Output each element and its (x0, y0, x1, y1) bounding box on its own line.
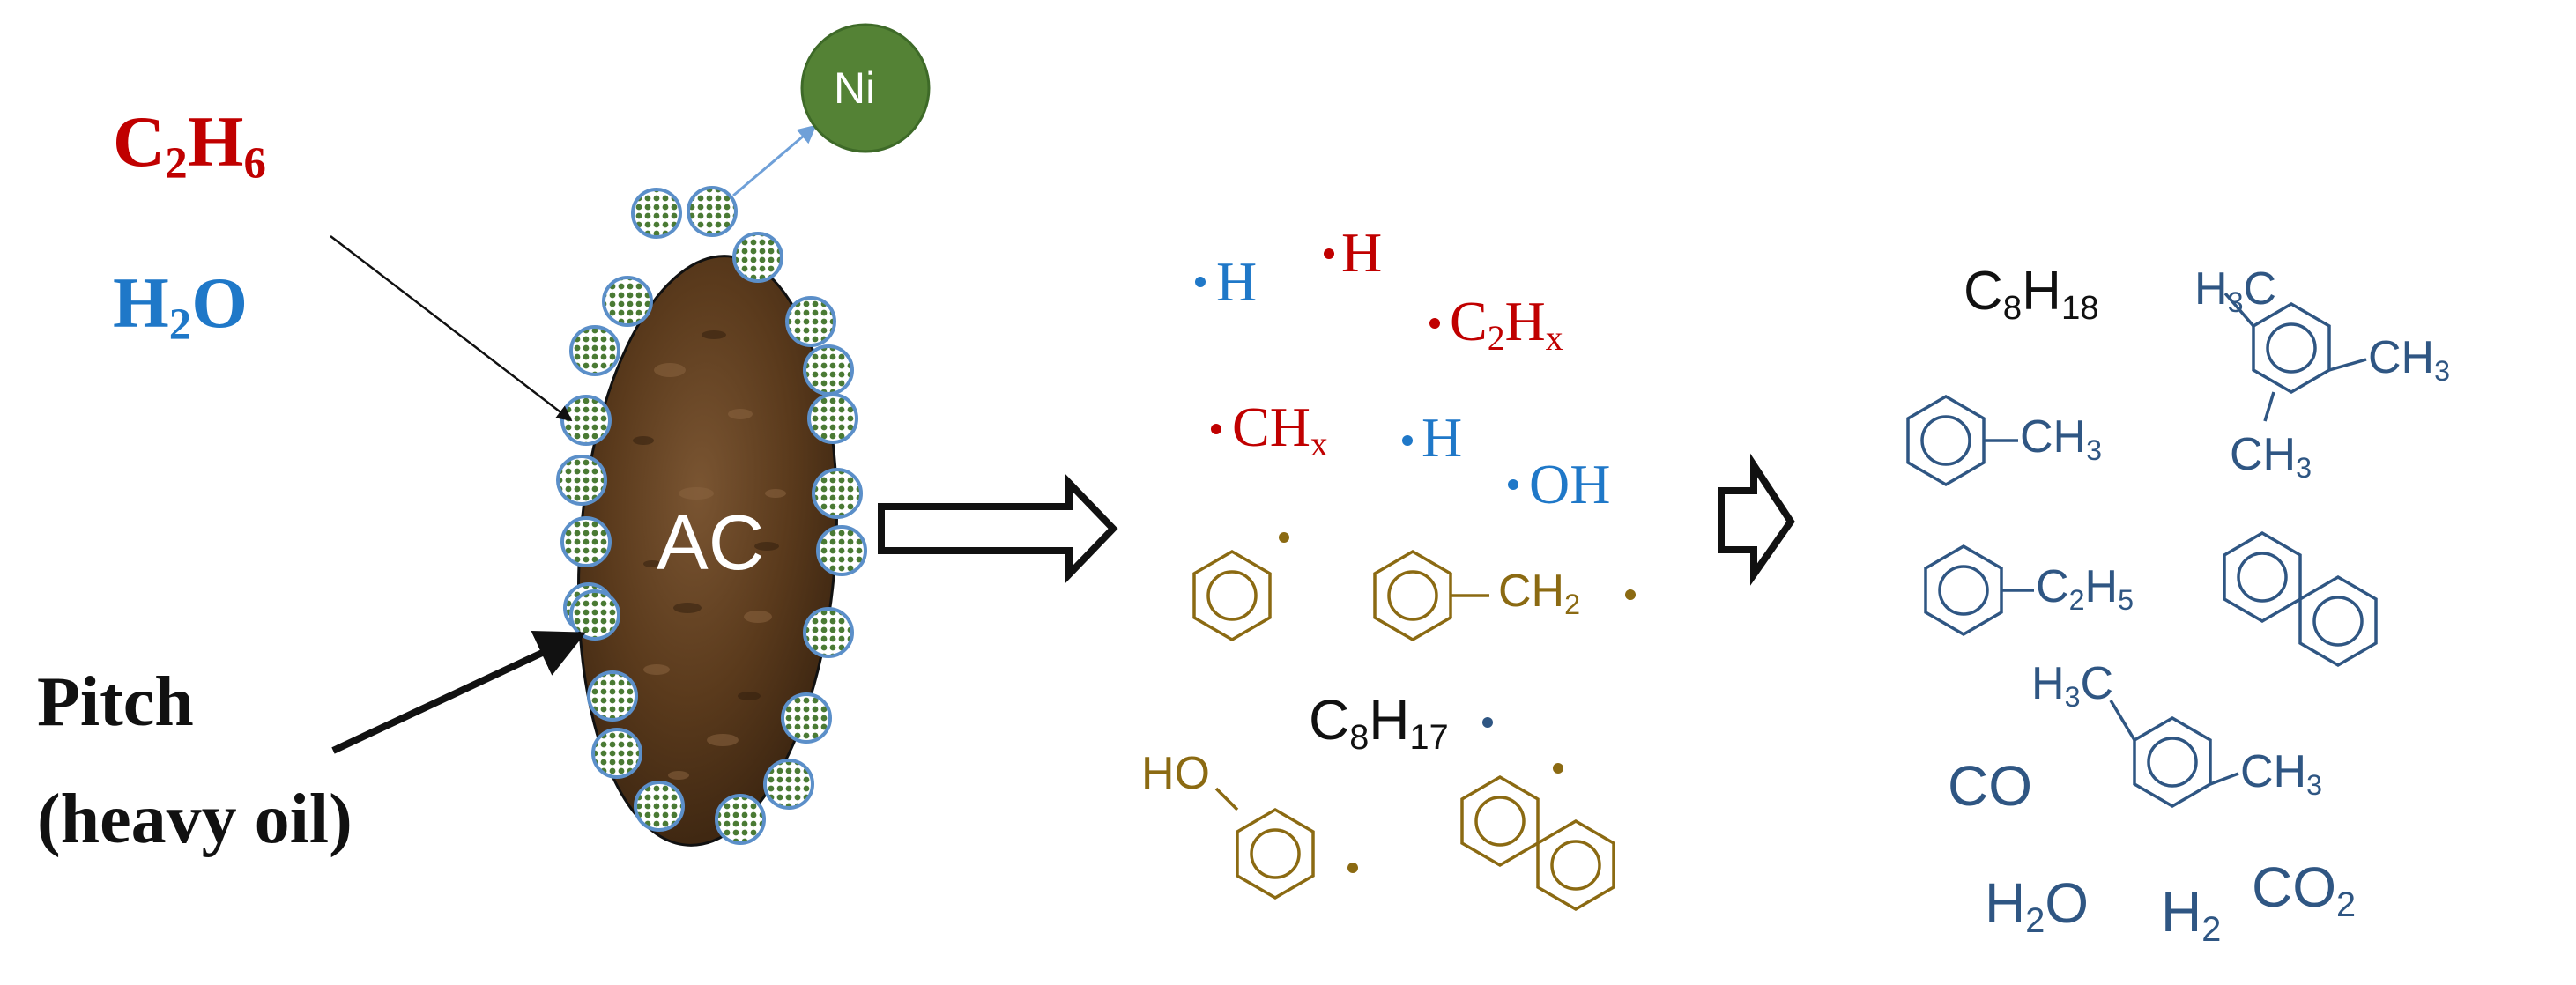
mesitylene-ch3-right: CH3 (2368, 332, 2451, 388)
xylene-h3c: H3C (2031, 658, 2114, 714)
ni-nanoparticle (631, 188, 682, 239)
ni-nanoparticle (715, 794, 766, 845)
radical-dots (1195, 248, 1636, 873)
gold-aromatics (1192, 549, 1615, 912)
naphthalene-ring-1 (2223, 530, 2302, 624)
ni-nanoparticle (591, 728, 642, 779)
phenyl-ring (1192, 549, 1272, 642)
ni-callout-arrow (732, 124, 817, 197)
ni-nanoparticle (687, 186, 738, 237)
ni-nanoparticle (803, 607, 854, 658)
ni-nanoparticle (785, 296, 836, 347)
xylene-ring (2133, 715, 2212, 809)
heavy-oil-label: (heavy oil) (37, 781, 353, 858)
ni-nanoparticle (560, 516, 612, 567)
ni-nanoparticle (569, 325, 620, 376)
ethylbenzene-c2h5: C2H5 (2036, 561, 2134, 617)
chx-radical: CHx (1232, 396, 1328, 464)
ni-nanoparticle (587, 670, 638, 722)
ni-nanoparticle (812, 468, 863, 519)
c8h17-radical: C8H17 (1309, 688, 1449, 758)
mesitylene-ch3-bottom: CH3 (2230, 429, 2312, 485)
h2o-product: H2O (1985, 871, 2090, 941)
ac-texture-dark (633, 330, 779, 700)
co2-product: CO2 (2252, 855, 2357, 925)
hollow-arrow-2 (1718, 453, 1795, 586)
naphthyl-ring-1 (1460, 774, 1540, 868)
toluene-ch3: CH3 (2020, 411, 2103, 467)
ni-nanoparticle (816, 525, 867, 576)
h2o-label: H2O (113, 263, 249, 350)
naphthyl-ring-2 (1536, 818, 1615, 912)
ni-nanoparticle (569, 589, 620, 641)
ni-nanoparticle (556, 455, 607, 506)
hollow-arrow-1 (878, 474, 1118, 583)
ac-label: AC (657, 499, 765, 586)
ac-texture (643, 363, 786, 780)
h-radical-blue: H (1216, 250, 1258, 313)
benzyl-ring (1373, 549, 1452, 642)
h-radical-red: H (1341, 221, 1383, 284)
xylene-ch3: CH3 (2240, 746, 2323, 802)
ni-nanoparticle (803, 344, 854, 396)
c2h6-label: C2H6 (113, 101, 266, 189)
toluene-ring (1906, 394, 1986, 487)
h-radical-blue-2: H (1422, 406, 1463, 469)
ni-nanoparticle (781, 692, 832, 744)
ch2-radical: CH2 (1498, 566, 1581, 621)
c8h18-product: C8H18 (1964, 261, 2099, 327)
navy-aromatics (1906, 292, 2378, 809)
ni-callout-circle (800, 23, 931, 153)
ni-nanoparticle (732, 232, 783, 283)
h2-product: H2 (2161, 880, 2222, 950)
mesitylene-h3c: H3C (2194, 263, 2277, 319)
ethylbenzene-ring (1924, 544, 2003, 637)
ni-nanoparticle (602, 276, 653, 327)
c2hx-radical: C2Hx (1450, 290, 1563, 359)
pitch-arrow (331, 631, 587, 754)
mesitylene-ring (2252, 301, 2331, 395)
ni-label: Ni (834, 63, 876, 113)
phenol-ring (1236, 807, 1315, 900)
ho-label: HO (1141, 748, 1210, 799)
naphthalene-ring-2 (2298, 574, 2378, 668)
gas-arrow (330, 235, 573, 422)
ni-nanoparticle (634, 781, 685, 832)
pitch-label: Pitch (37, 663, 194, 741)
oh-radical: OH (1529, 453, 1611, 515)
ni-nanoparticle (763, 759, 814, 810)
ni-nanoparticles (556, 186, 867, 845)
ni-nanoparticle (807, 393, 858, 444)
co-product: CO (1948, 754, 2032, 818)
